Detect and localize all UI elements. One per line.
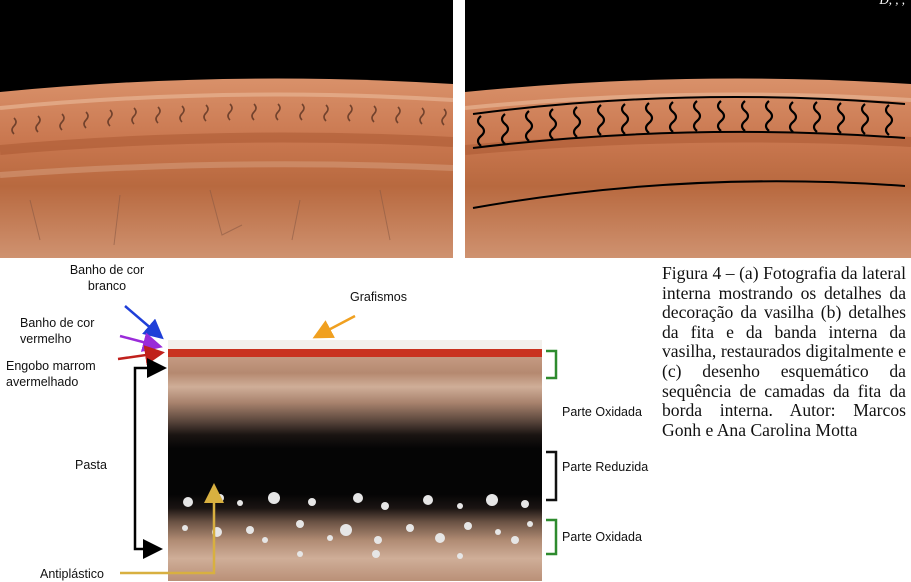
- photo-a-vessel-lateral: [0, 0, 453, 258]
- paste-body: [168, 357, 542, 581]
- header-note: D, , ,: [879, 0, 905, 8]
- label-antiplastico: Antiplástico: [40, 566, 104, 582]
- arrow-red-layer: [120, 336, 158, 346]
- arrow-white-layer: [125, 306, 160, 336]
- arrow-grafismos: [317, 316, 355, 336]
- figure-caption: Figura 4 – (a) Fotografia da lateral int…: [662, 264, 906, 440]
- label-engobo: Engobo marrom avermelhado: [6, 358, 126, 390]
- red-layer: [168, 349, 542, 357]
- white-layer: [168, 340, 542, 349]
- arrow-pasta-bracket: [135, 368, 158, 549]
- bracket-oxidada-bottom: [546, 520, 556, 554]
- bracket-oxidada-top: [546, 351, 556, 378]
- label-oxidada-top: Parte Oxidada: [562, 404, 642, 420]
- label-grafismos: Grafismos: [350, 289, 407, 305]
- bracket-reduzida: [546, 452, 556, 500]
- label-pasta: Pasta: [75, 457, 107, 473]
- photo-b-vessel-restored: D, , ,: [465, 0, 911, 258]
- label-banho-vermelho: Banho de cor vermelho: [20, 315, 110, 347]
- label-banho-branco: Banho de cor branco: [52, 262, 162, 294]
- label-oxidada-bottom: Parte Oxidada: [562, 529, 642, 545]
- label-reduzida: Parte Reduzida: [562, 459, 648, 475]
